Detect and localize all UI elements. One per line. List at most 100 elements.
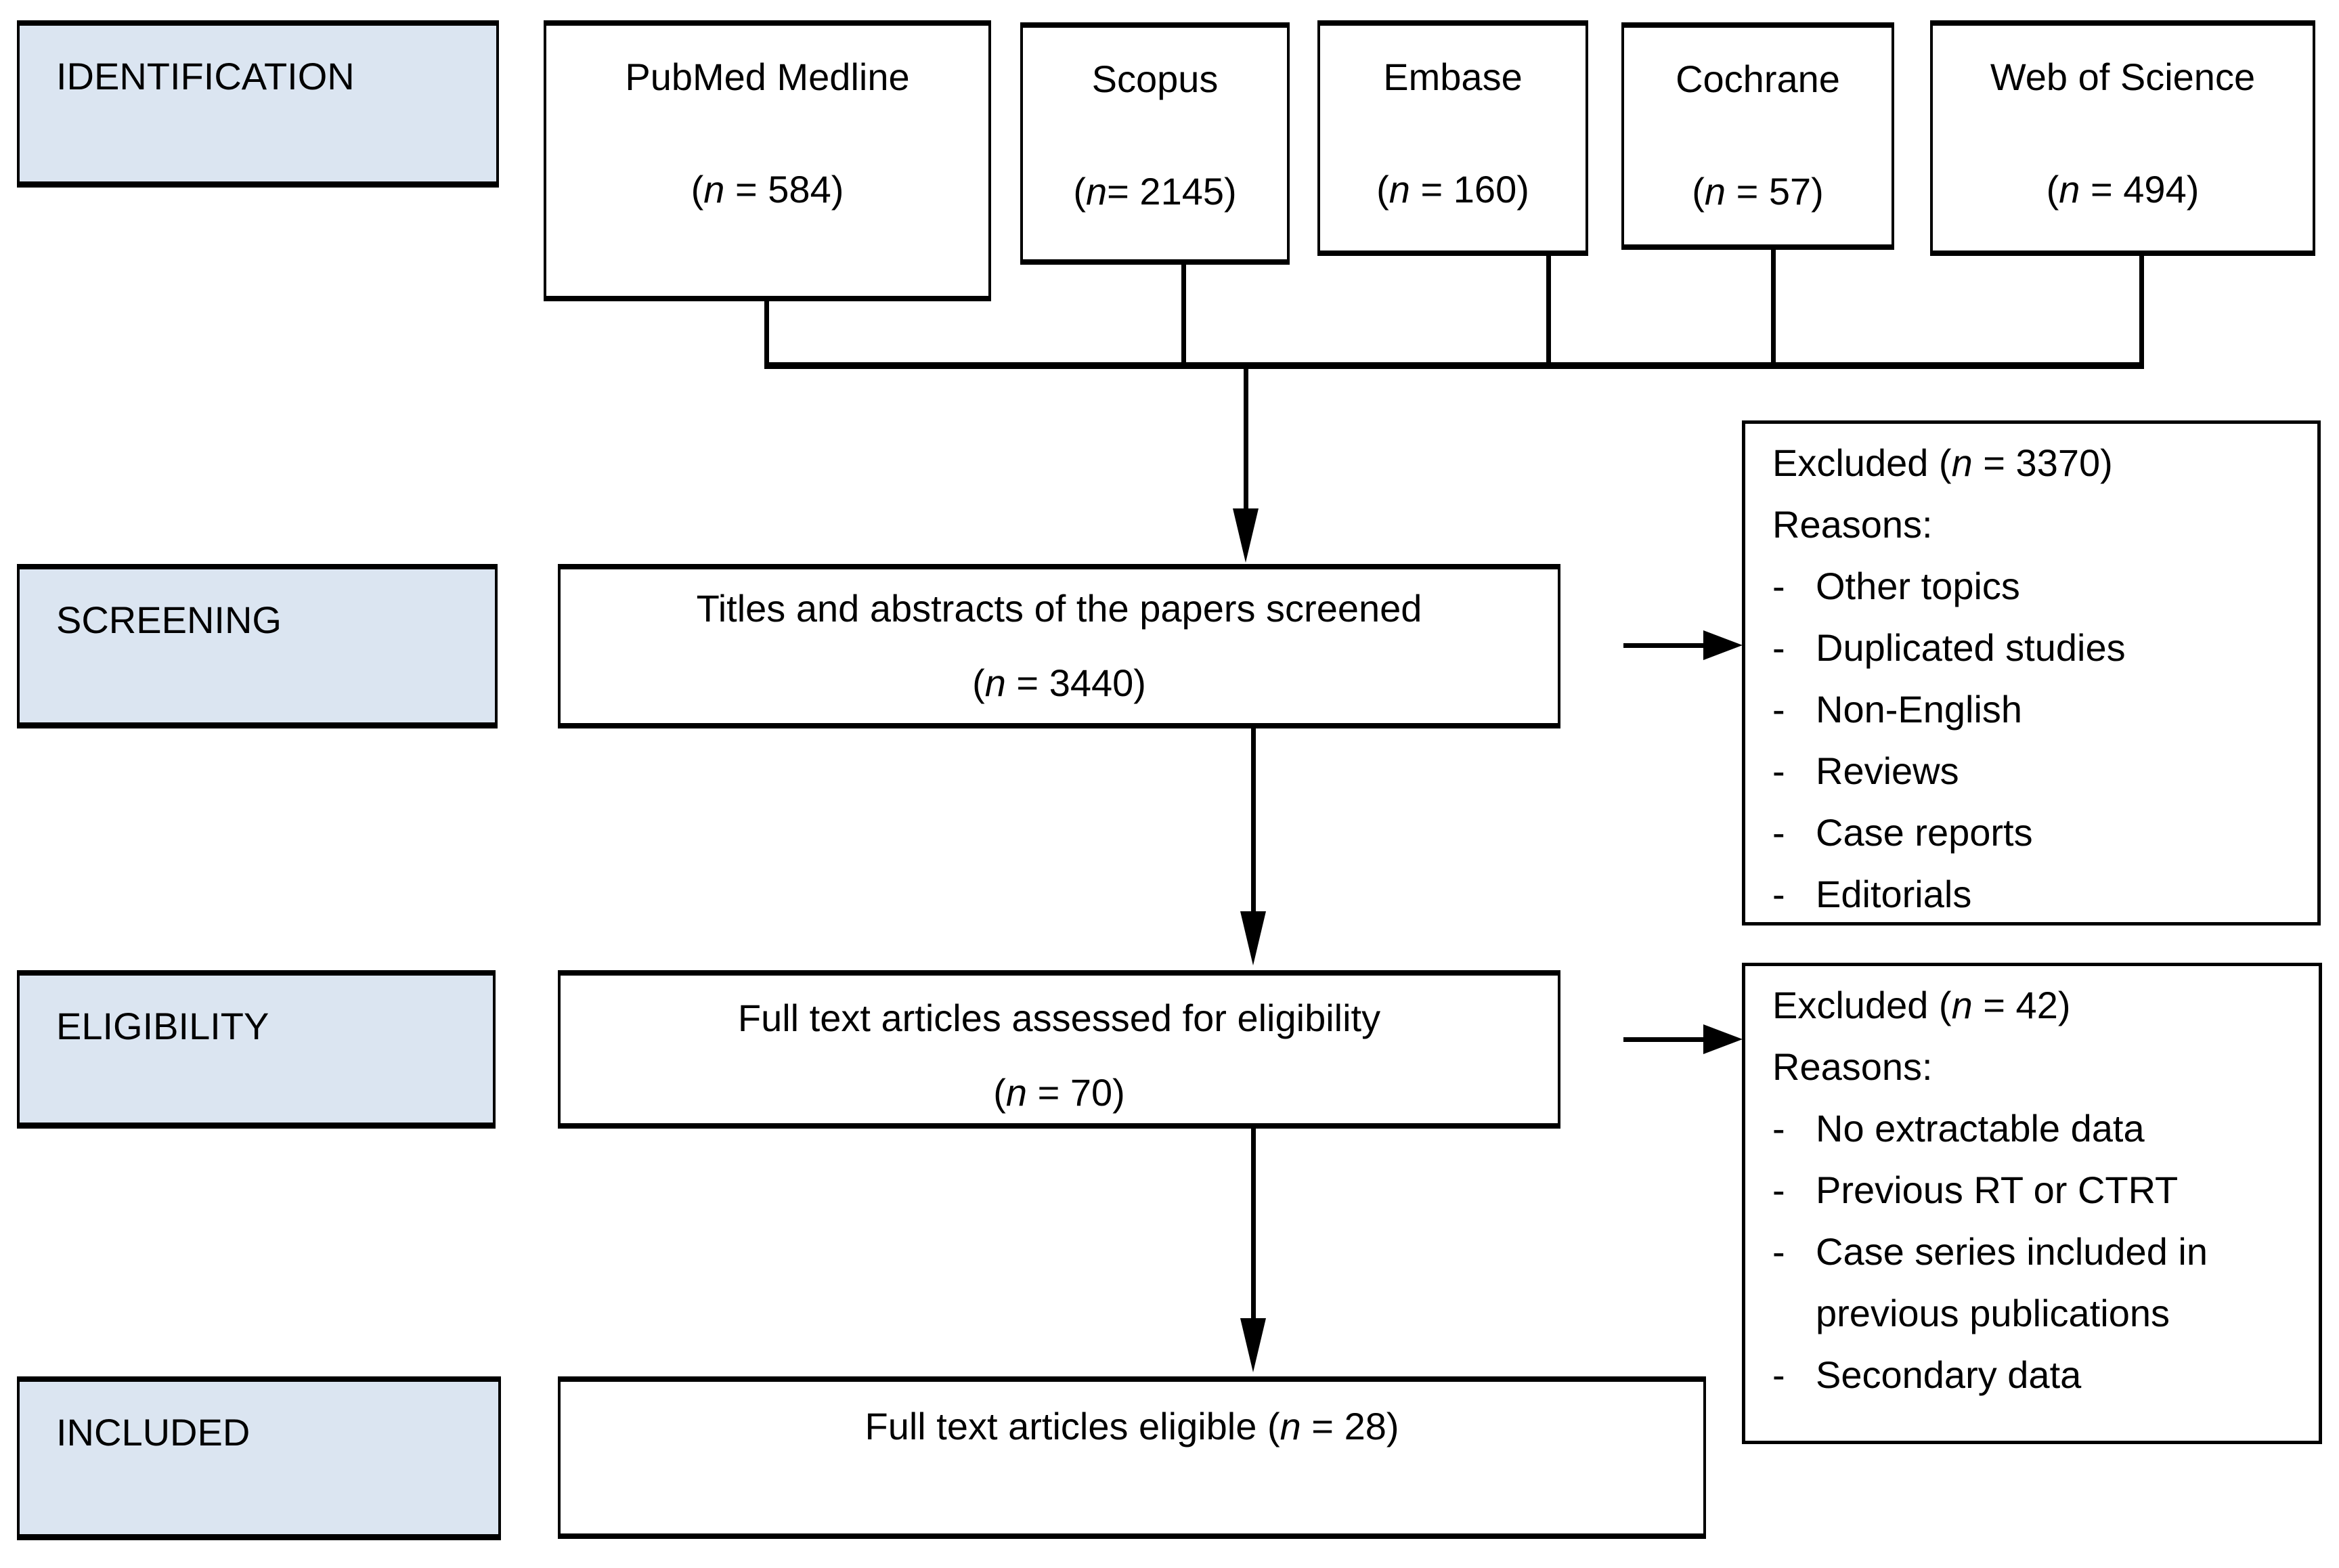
stage-included: INCLUDED xyxy=(17,1376,501,1540)
source-count: (n = 494) xyxy=(2047,171,2200,209)
dash-bullet: - xyxy=(1772,565,1785,607)
count-value: = 2145) xyxy=(1107,170,1237,213)
arrow-shaft xyxy=(1251,728,1256,913)
reason-item: - No extractable data xyxy=(1772,1097,2300,1159)
count-n: n xyxy=(2059,168,2080,211)
eligibility-box-text: Full text articles assessed for eligibil… xyxy=(737,997,1381,1039)
reason-item: - Previous RT or CTRT xyxy=(1772,1159,2300,1221)
dash-bullet: - xyxy=(1772,1230,1785,1273)
stage-eligibility-label: ELIGIBILITY xyxy=(56,1005,269,1047)
count-value: = 584) xyxy=(724,168,844,211)
source-name: Cochrane xyxy=(1676,58,1840,100)
connector-stub-scopus xyxy=(1181,265,1186,369)
dash-bullet: - xyxy=(1772,626,1785,669)
screening-box-text: Titles and abstracts of the papers scree… xyxy=(696,587,1422,630)
count-n: n xyxy=(984,661,1006,704)
count-value: = 42) xyxy=(1972,984,2071,1026)
eligibility-box-count: (n = 70) xyxy=(993,1074,1125,1112)
stage-identification: IDENTIFICATION xyxy=(17,20,499,188)
reason-item: - Case series included in previous publi… xyxy=(1772,1221,2300,1344)
count-open: ( xyxy=(972,661,985,704)
count-n: n xyxy=(1280,1405,1301,1447)
reason-item: - Other topics xyxy=(1772,555,2298,617)
source-count: (n = 584) xyxy=(691,171,844,209)
dash-bullet: - xyxy=(1772,1107,1785,1150)
count-open: ( xyxy=(2046,168,2059,211)
count-value: = 160) xyxy=(1409,168,1529,211)
count-n: n xyxy=(1951,984,1973,1026)
source-count: (n= 2145) xyxy=(1073,173,1236,211)
connector-stub-pubmed xyxy=(764,301,769,369)
arrowhead-down-icon xyxy=(1233,508,1259,563)
count-n: n xyxy=(703,168,725,211)
reasons-label: Reasons: xyxy=(1772,503,1933,546)
reason-text: Duplicated studies xyxy=(1816,626,2126,669)
count-n: n xyxy=(1389,168,1410,211)
reason-text: No extractable data xyxy=(1816,1107,2145,1150)
reason-text: Previous RT or CTRT xyxy=(1816,1169,2179,1211)
reason-text: Case reports xyxy=(1816,811,2033,854)
excluded-title: Excluded (n = 3370) xyxy=(1772,432,2298,494)
count-n: n xyxy=(1951,441,1973,484)
reason-text: Editorials xyxy=(1816,873,1972,915)
source-name: Scopus xyxy=(1091,58,1219,100)
arrow-shaft xyxy=(1244,369,1248,510)
stage-included-label: INCLUDED xyxy=(56,1411,250,1454)
connector-stub-embase xyxy=(1546,256,1551,369)
dash-bullet: - xyxy=(1772,688,1785,731)
count-value: = 3370) xyxy=(1972,441,2113,484)
source-name: PubMed Medline xyxy=(625,56,910,98)
dash-bullet: - xyxy=(1772,1169,1785,1211)
included-box: Full text articles eligible (n = 28) xyxy=(558,1376,1706,1539)
included-box-text: Full text articles eligible (n = 28) xyxy=(865,1408,1399,1445)
count-open: ( xyxy=(993,1071,1006,1114)
title-text: Excluded ( xyxy=(1772,441,1952,484)
count-value: = 494) xyxy=(2080,168,2200,211)
source-box-pubmed: PubMed Medline (n = 584) xyxy=(544,20,991,301)
count-n: n xyxy=(1005,1071,1028,1114)
reason-item: - Reviews xyxy=(1772,740,2298,802)
eligibility-box: Full text articles assessed for eligibil… xyxy=(558,970,1560,1129)
count-value: = 57) xyxy=(1726,170,1824,213)
stage-eligibility: ELIGIBILITY xyxy=(17,970,496,1129)
arrowhead-down-icon xyxy=(1240,1318,1266,1372)
source-box-scopus: Scopus (n= 2145) xyxy=(1020,22,1290,265)
reason-text: Secondary data xyxy=(1816,1353,2082,1396)
text: Full text articles eligible ( xyxy=(865,1405,1280,1447)
connector-gather-line xyxy=(764,362,2144,369)
reason-text: Reviews xyxy=(1816,749,1959,792)
count-open: ( xyxy=(691,168,704,211)
arrowhead-right-icon xyxy=(1703,1024,1743,1054)
reasons-label: Reasons: xyxy=(1772,1045,1933,1088)
dash-bullet: - xyxy=(1772,811,1785,854)
count-n: n xyxy=(1086,170,1108,213)
arrow-shaft xyxy=(1623,1037,1706,1042)
dash-bullet: - xyxy=(1772,873,1785,915)
reason-text: Non-English xyxy=(1816,688,2023,731)
arrow-shaft xyxy=(1251,1129,1256,1320)
title-text: Excluded ( xyxy=(1772,984,1952,1026)
dash-bullet: - xyxy=(1772,1353,1785,1396)
source-box-web-of-science: Web of Science (n = 494) xyxy=(1930,20,2315,256)
stage-identification-label: IDENTIFICATION xyxy=(56,55,355,97)
count-value: = 3440) xyxy=(1005,661,1146,704)
excluded-screening-box: Excluded (n = 3370) Reasons: - Other top… xyxy=(1742,420,2321,925)
source-name: Embase xyxy=(1383,56,1523,98)
reason-text: Other topics xyxy=(1816,565,2020,607)
stage-screening-label: SCREENING xyxy=(56,598,282,641)
source-name: Web of Science xyxy=(1990,56,2256,98)
reason-item: - Non-English xyxy=(1772,678,2298,740)
arrow-shaft xyxy=(1623,643,1706,648)
connector-stub-cochrane xyxy=(1771,250,1776,369)
reason-text: Case series included in previous publica… xyxy=(1816,1230,2208,1334)
arrowhead-down-icon xyxy=(1240,911,1266,965)
stage-screening: SCREENING xyxy=(17,564,498,728)
screening-box-count: (n = 3440) xyxy=(972,664,1146,702)
arrowhead-right-icon xyxy=(1703,630,1743,660)
dash-bullet: - xyxy=(1772,749,1785,792)
count-n: n xyxy=(1704,170,1726,213)
reason-item: - Case reports xyxy=(1772,802,2298,863)
count-value: = 28) xyxy=(1300,1405,1399,1447)
count-open: ( xyxy=(1073,170,1086,213)
